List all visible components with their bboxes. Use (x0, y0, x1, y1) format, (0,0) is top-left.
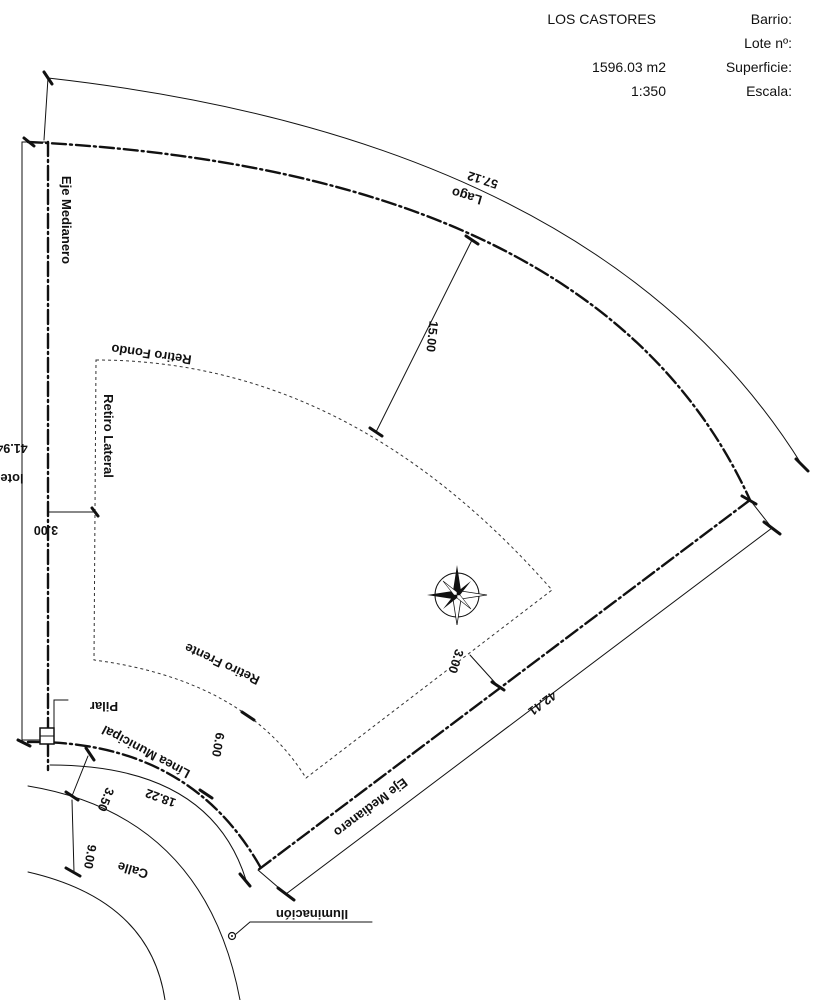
lote-label-side: lote (0, 471, 23, 486)
dim-lateral-left: 3.00 (34, 523, 58, 537)
escala-value: 1:350 (631, 83, 666, 99)
pillar-icon (39, 699, 69, 745)
setback-outline (93, 359, 553, 779)
title-block: Barrio: LOS CASTORES Lote nº: Superficie… (547, 11, 792, 99)
lot-left-boundary (43, 77, 49, 141)
dim-line-lateral-right (469, 654, 499, 687)
dim-front-arc: 18.22 (143, 786, 177, 810)
dim-lateral-right: 3.00 (445, 647, 466, 675)
dim-front-setback: 6.00 (209, 731, 227, 757)
retiro-frente-label: Retiro Frente (182, 640, 262, 688)
dim-line-front-arc (49, 764, 247, 881)
municipal-line-arc (26, 740, 264, 872)
dim-line-street (71, 799, 75, 873)
street-light-icon (227, 921, 373, 941)
pilar-label: Pilar (90, 699, 118, 714)
dim-line-left-ext (21, 141, 49, 741)
north-arrow-compass-rose-icon (427, 565, 488, 626)
dim-rear-setback: 15.00 (423, 320, 440, 353)
dim-left-side: 41.94 (0, 441, 28, 455)
superficie-value: 1596.03 m2 (592, 59, 666, 75)
axis-top-arc (26, 140, 752, 502)
dim-line-bottom (285, 527, 773, 895)
dim-line-bottom-ext (257, 499, 773, 895)
superficie-label: Superficie: (726, 59, 792, 75)
lot-outer-arc (47, 77, 803, 466)
dim-bottom-side: 42.41 (526, 688, 559, 718)
retiro-lateral-label: Retiro Lateral (101, 394, 116, 478)
axis-bottom-diagonal (256, 498, 752, 872)
lake-label: Lago (450, 185, 484, 208)
dim-line-rear-setback (375, 239, 473, 433)
barrio-value: LOS CASTORES (547, 11, 656, 27)
dim-line-sidewalk (71, 755, 89, 797)
dim-sidewalk: 3.50 (95, 786, 117, 814)
eje-medianero-left-label: Eje Medianero (59, 176, 74, 264)
dimension-ticks (16, 70, 810, 902)
iluminacion-label: Iluminación (276, 907, 348, 922)
street-curve (27, 871, 166, 1000)
lote-label: Lote nº: (744, 35, 792, 51)
retiro-fondo-label: Retiro Fondo (110, 341, 192, 367)
dim-street: 9.00 (81, 843, 99, 869)
sidewalk-curve (27, 785, 241, 1000)
calle-label: Calle (116, 859, 150, 882)
escala-label: Escala: (746, 83, 792, 99)
barrio-label: Barrio: (751, 11, 792, 27)
dim-arc-top: 57.12 (466, 168, 500, 191)
